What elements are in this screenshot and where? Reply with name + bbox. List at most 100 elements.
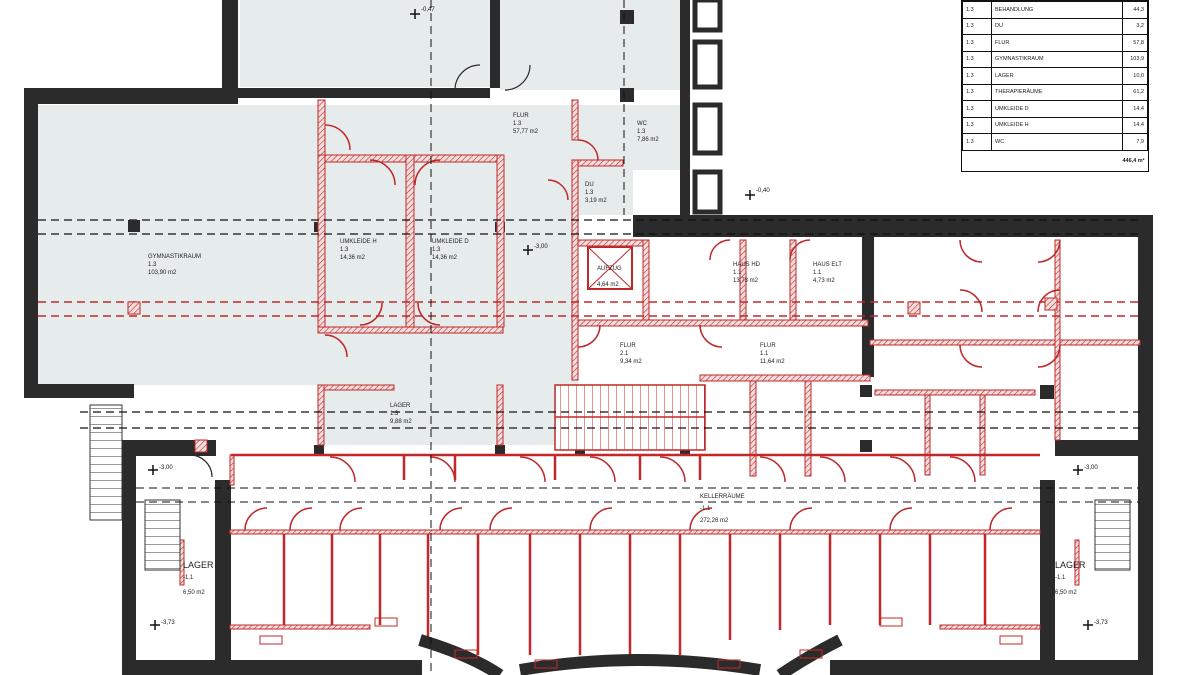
elevator-shaft — [587, 246, 633, 290]
svg-text:9,34 m2: 9,34 m2 — [620, 359, 642, 365]
room-kellerraeume: KELLERRÄUME -1.1 272,26 m2 — [700, 493, 745, 524]
legend-room-name: WC — [991, 133, 1123, 151]
svg-text:1.3: 1.3 — [585, 190, 594, 196]
svg-text:LAGER: LAGER — [390, 403, 411, 409]
svg-text:UMKLEIDE D: UMKLEIDE D — [432, 239, 469, 245]
room-haus-elt: HAUS ELT 1.1 4,73 m2 — [813, 262, 842, 284]
svg-text:-0,47: -0,47 — [421, 7, 435, 13]
legend-level: 1.3 — [962, 133, 992, 151]
basement-cubicles — [231, 453, 1040, 655]
elevation-marker-top: -0,47 — [410, 7, 435, 19]
legend-room-name: FLUR — [991, 34, 1123, 52]
legend-area: 3,2 — [1122, 17, 1148, 35]
svg-text:-3,00: -3,00 — [1084, 465, 1098, 471]
stairs — [89, 384, 1131, 571]
legend-room-name: LAGER — [991, 67, 1123, 85]
svg-text:HAUS HD: HAUS HD — [733, 262, 761, 268]
elevation-marker-left-mid: -3,00 — [148, 465, 173, 475]
room-du: DU 1.3 3,19 m2 — [585, 182, 607, 204]
elevation-marker-center: -3,00 — [523, 244, 548, 255]
legend-level: 1.3 — [962, 17, 992, 35]
legend-room-name: THERAPIERÄUME — [991, 83, 1123, 101]
door-swings — [244, 124, 1061, 531]
legend-room-name: BEHANDLUNG — [991, 1, 1123, 19]
room-lager-left: LAGER -1.1 6,50 m2 — [183, 560, 214, 596]
room-wc: WC 1.3 7,86 m2 — [637, 121, 659, 143]
grid-columns — [127, 220, 1058, 453]
legend-level: 1.3 — [962, 34, 992, 52]
svg-text:FLUR: FLUR — [513, 113, 529, 119]
svg-text:4,64 m2: 4,64 m2 — [597, 282, 619, 288]
room-umkleide-d: UMKLEIDE D 1.3 14,36 m2 — [432, 239, 469, 261]
svg-text:272,26 m2: 272,26 m2 — [700, 518, 729, 524]
room-flur-2: FLUR 2.1 9,34 m2 — [620, 343, 642, 365]
legend-level: 1.3 — [962, 83, 992, 101]
svg-text:13,73 m2: 13,73 m2 — [733, 278, 759, 284]
window-bays — [692, 0, 723, 215]
svg-text:1.3: 1.3 — [148, 262, 157, 268]
svg-text:-3,73: -3,73 — [1094, 620, 1108, 626]
svg-text:-0,40: -0,40 — [756, 188, 770, 194]
legend-room-name: UMKLEIDE D — [991, 100, 1123, 118]
svg-text:1.3: 1.3 — [390, 411, 399, 417]
legend-area: 10,0 — [1122, 67, 1148, 85]
legend-area: 57,8 — [1122, 34, 1148, 52]
svg-text:1.1: 1.1 — [813, 270, 822, 276]
svg-text:7,86 m2: 7,86 m2 — [637, 137, 659, 143]
svg-text:9,88 m2: 9,88 m2 — [390, 419, 412, 425]
svg-text:LAGER: LAGER — [1055, 560, 1086, 570]
legend-area: 61,2 — [1122, 83, 1148, 101]
new-walls — [179, 99, 1141, 630]
svg-text:14,36 m2: 14,36 m2 — [340, 255, 366, 261]
legend-level: 1.3 — [962, 67, 992, 85]
svg-text:6,50 m2: 6,50 m2 — [1055, 590, 1077, 596]
svg-text:-1.1: -1.1 — [700, 506, 711, 512]
fixture-marks — [259, 617, 1023, 669]
svg-text:4,73 m2: 4,73 m2 — [813, 278, 835, 284]
room-gymnastikraum: GYMNASTIKRAUM 1.3 103,90 m2 — [148, 254, 201, 276]
room-flur-1: FLUR 1.1 11,64 m2 — [760, 343, 785, 365]
legend-area: 103,9 — [1122, 50, 1148, 68]
room-lager-upper: LAGER 1.3 9,88 m2 — [390, 403, 412, 425]
svg-text:1.1: 1.1 — [760, 351, 769, 357]
svg-text:LAGER: LAGER — [183, 560, 214, 570]
elevation-markers: -0,47 -0,40 -3,00 -3,00 -3,00 -3,73 -3,7… — [148, 7, 1108, 630]
room-lager-right: LAGER -1.1 6,50 m2 — [1055, 560, 1086, 596]
legend-total-row: 446,4 m² — [963, 150, 1148, 171]
room-aufzug: AUFZUG 4,64 m2 — [597, 266, 622, 288]
svg-text:HAUS ELT: HAUS ELT — [813, 262, 842, 268]
svg-text:11,64 m2: 11,64 m2 — [760, 359, 785, 365]
svg-text:-3,00: -3,00 — [159, 465, 173, 471]
svg-text:57,77 m2: 57,77 m2 — [513, 129, 539, 135]
svg-text:DU: DU — [585, 182, 594, 188]
elevation-marker-right-mid: -3,00 — [1073, 465, 1098, 475]
legend-area: 7,9 — [1122, 133, 1148, 151]
svg-text:103,90 m2: 103,90 m2 — [148, 270, 177, 276]
elevation-marker-right: -0,40 — [745, 188, 770, 200]
svg-text:-3,73: -3,73 — [161, 620, 175, 626]
svg-text:2.1: 2.1 — [620, 351, 629, 357]
svg-text:-1.1: -1.1 — [183, 575, 194, 581]
legend-area: 44,3 — [1122, 1, 1148, 19]
legend-level: 1.3 — [962, 100, 992, 118]
legend-level: 1.3 — [962, 1, 992, 19]
legend-level: 1.3 — [962, 116, 992, 134]
svg-text:1.3: 1.3 — [340, 247, 349, 253]
svg-text:FLUR: FLUR — [620, 343, 636, 349]
legend-room-name: UMKLEIDE H — [991, 116, 1123, 134]
svg-text:1.1: 1.1 — [733, 270, 742, 276]
svg-text:KELLERRÄUME: KELLERRÄUME — [700, 493, 745, 500]
svg-text:3,19 m2: 3,19 m2 — [585, 198, 607, 204]
svg-text:1.3: 1.3 — [432, 247, 441, 253]
room-flur-upper: FLUR 1.3 57,77 m2 — [513, 113, 539, 135]
legend-room-name: DU — [991, 17, 1123, 35]
svg-text:6,50 m2: 6,50 m2 — [183, 590, 205, 596]
svg-text:GYMNASTIKRAUM: GYMNASTIKRAUM — [148, 254, 201, 260]
